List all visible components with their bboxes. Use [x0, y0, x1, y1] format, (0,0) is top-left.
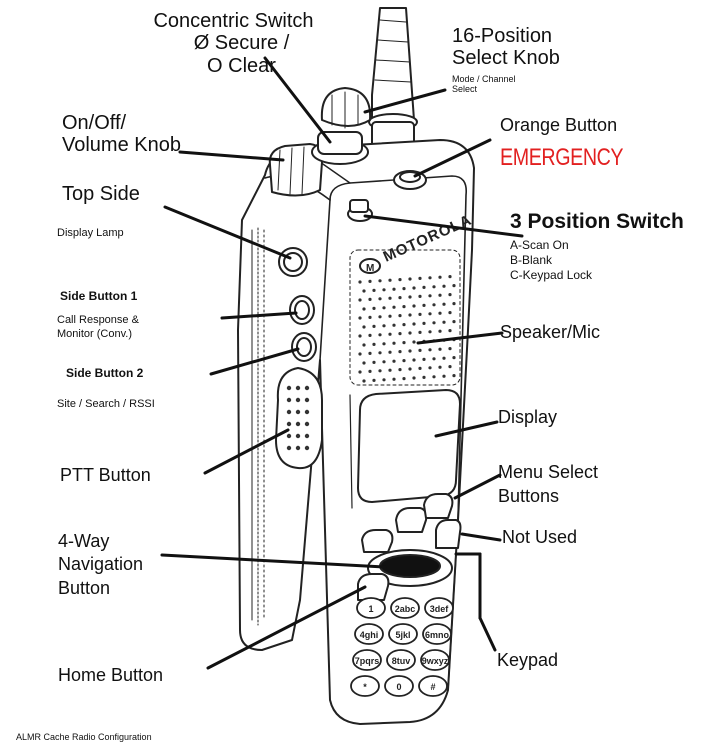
- nav-line-1: 4-Way: [58, 531, 110, 551]
- speaker-mic-label: Speaker/Mic: [500, 322, 601, 342]
- keypad-key-label: #: [430, 682, 435, 692]
- side-button-1-desc: Call Response & Monitor (Conv.): [57, 313, 139, 342]
- concentric-title: Concentric Switch: [153, 10, 314, 32]
- ptt-button: [275, 367, 323, 470]
- keypad-key: 4ghi: [354, 623, 384, 645]
- menu-line-1: Menu Select: [498, 462, 599, 482]
- keypad-key-label: 9wxyz: [422, 656, 449, 666]
- keypad-key: 9wxyz: [420, 649, 450, 671]
- keypad-key: 0: [384, 675, 414, 697]
- keypad-key: #: [418, 675, 448, 697]
- menu-line-2: Buttons: [498, 486, 560, 507]
- keypad-key: 5jkl: [388, 623, 418, 645]
- keypad-key-label: 1: [368, 604, 373, 614]
- keypad-key-label: 2abc: [395, 604, 416, 614]
- nav-button-center: [379, 554, 441, 578]
- keypad-key: 6mno: [422, 623, 452, 645]
- select-knob-label: 16-Position Select Knob: [452, 25, 560, 70]
- keypad-key-label: 0: [396, 682, 401, 692]
- keypad: 1 2abc 3def 4ghi 5jkl 6mno 7pqrs 8tuv 9wxyz * 0 #: [350, 597, 454, 697]
- concentric-secure: Ø Secure /: [193, 32, 290, 55]
- keypad-key-label: 8tuv: [392, 656, 411, 666]
- three-option-b: B-Blank: [510, 253, 553, 267]
- keypad-key: 3def: [424, 597, 454, 619]
- keypad-key-label: 7pqrs: [355, 656, 380, 666]
- keypad-key: *: [350, 675, 380, 697]
- select-sub-1: Mode / Channel: [452, 74, 516, 84]
- nav-button-label: 4-Way Navigation Button: [58, 530, 143, 600]
- select-title-1: 16-Position: [452, 25, 553, 47]
- orange-button-label: Orange Button: [500, 115, 618, 135]
- side-button-1: [289, 295, 315, 325]
- top-side-label: Top Side: [62, 183, 140, 205]
- emergency-label: EMERGENCY: [500, 144, 624, 171]
- three-option-c: C-Keypad Lock: [510, 268, 593, 282]
- keypad-key: 1: [356, 597, 386, 619]
- nav-line-3: Button: [58, 577, 111, 598]
- onoff-line-1: On/Off/: [62, 112, 127, 134]
- ptt-dots: [286, 385, 310, 451]
- three-option-a: A-Scan On: [510, 238, 569, 252]
- onoff-line-2: Volume Knob: [62, 134, 181, 157]
- display-lamp-label: Display Lamp: [57, 227, 124, 239]
- select-knob: [320, 87, 372, 127]
- keypad-key-label: 3def: [430, 604, 450, 614]
- side-button-2-title: Side Button 2: [66, 366, 144, 380]
- keypad-key-label: 4ghi: [360, 630, 379, 640]
- keypad-label: Keypad: [497, 650, 559, 670]
- keypad-key: 8tuv: [386, 649, 416, 671]
- select-knob-sublabel: Mode / Channel Select: [452, 74, 516, 94]
- menu-select-label: Menu Select Buttons: [498, 460, 598, 509]
- side-button-2-desc: Site / Search / RSSI: [57, 398, 155, 410]
- leader-lines: [160, 56, 524, 670]
- side-button-1-title: Side Button 1: [60, 289, 138, 303]
- concentric-switch-label: Concentric Switch Ø Secure / O Clear: [136, 10, 331, 77]
- not-used-label: Not Used: [502, 527, 578, 547]
- select-sub-2: Select: [452, 84, 478, 95]
- keypad-key-label: 6mno: [425, 630, 450, 640]
- keypad-key: 2abc: [390, 597, 420, 619]
- display-label: Display: [498, 407, 558, 427]
- display-screen: [357, 389, 461, 503]
- side1-sub-1: Call Response &: [57, 314, 139, 326]
- home-button-label: Home Button: [58, 665, 164, 685]
- keypad-key-label: *: [363, 682, 367, 692]
- onoff-volume-label: On/Off/ Volume Knob: [62, 112, 181, 157]
- footer-caption: ALMR Cache Radio Configuration: [16, 732, 152, 742]
- keypad-key: 7pqrs: [352, 649, 382, 671]
- three-position-options: A-Scan On B-Blank C-Keypad Lock: [510, 238, 592, 283]
- ptt-button-label: PTT Button: [60, 465, 151, 485]
- concentric-clear: O Clear: [207, 54, 276, 77]
- brand-logo: M: [366, 263, 374, 274]
- side1-sub-2: Monitor (Conv.): [57, 328, 132, 341]
- nav-line-2: Navigation: [58, 554, 144, 575]
- keypad-key-label: 5jkl: [395, 630, 410, 640]
- side-button-2: [291, 332, 317, 362]
- select-title-2: Select Knob: [452, 47, 560, 70]
- three-position-switch-label: 3 Position Switch: [510, 210, 684, 233]
